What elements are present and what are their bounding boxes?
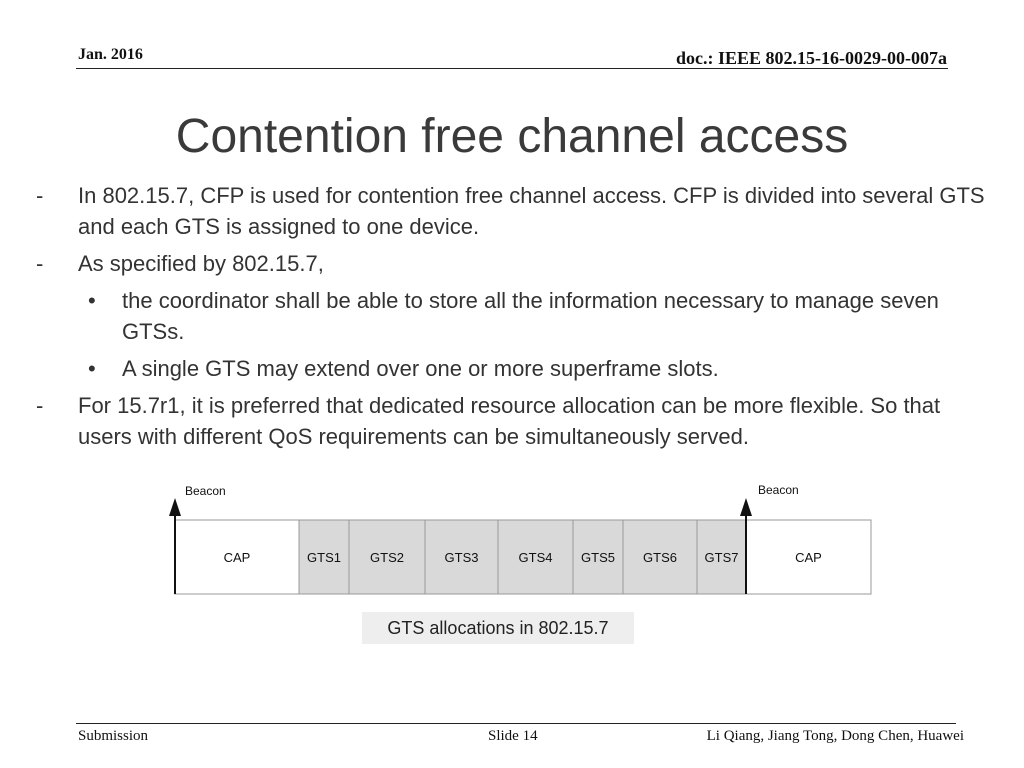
body-text: - In 802.15.7, CFP is used for contentio… xyxy=(0,180,1024,458)
diagram-caption: GTS allocations in 802.15.7 xyxy=(362,612,634,644)
beacon-arrow-right xyxy=(740,498,752,594)
beacon-label-left: Beacon xyxy=(185,484,226,498)
bullet-item: - As specified by 802.15.7, xyxy=(0,248,1024,279)
slot-label: GTS6 xyxy=(643,550,677,565)
sub-bullet-text: A single GTS may extend over one or more… xyxy=(122,356,719,381)
dot-marker: • xyxy=(88,288,96,313)
gts-superframe-diagram: CAP GTS1 GTS2 GTS3 GTS4 GTS5 GTS6 GTS7 CAP Beaco… xyxy=(169,483,872,595)
sub-bullet-text: the coordinator shall be able to store a… xyxy=(122,288,939,344)
gts-slot xyxy=(348,519,426,595)
gts-slot xyxy=(497,519,574,595)
gts-slot xyxy=(622,519,698,595)
slot-label: GTS1 xyxy=(307,550,341,565)
cap-slot xyxy=(174,519,300,595)
bullet-item: - For 15.7r1, it is preferred that dedic… xyxy=(0,390,1024,452)
beacon-arrow-left xyxy=(169,498,181,594)
bullet-text: In 802.15.7, CFP is used for contention … xyxy=(78,183,985,239)
dash-marker: - xyxy=(36,183,44,208)
dot-marker: • xyxy=(88,356,96,381)
beacon-label-right: Beacon xyxy=(758,483,799,497)
footer-authors: Li Qiang, Jiang Tong, Dong Chen, Huawei xyxy=(706,728,964,744)
slot-label: GTS4 xyxy=(519,550,553,565)
header-rule xyxy=(76,68,948,69)
footer-left: Submission xyxy=(78,728,149,744)
slot-label: GTS7 xyxy=(705,550,739,565)
gts-slot xyxy=(298,519,350,595)
gts-slot xyxy=(424,519,499,595)
bullet-item: - In 802.15.7, CFP is used for contentio… xyxy=(0,180,1024,242)
gts-slot xyxy=(696,519,747,595)
dash-marker: - xyxy=(36,393,44,418)
sub-bullet-item: • A single GTS may extend over one or mo… xyxy=(0,353,1024,384)
slot-label: GTS2 xyxy=(370,550,404,565)
bullet-text: For 15.7r1, it is preferred that dedicat… xyxy=(78,393,941,449)
gts-slot xyxy=(572,519,624,595)
bullet-text: As specified by 802.15.7, xyxy=(78,251,324,276)
slot-label: CAP xyxy=(795,550,822,565)
footer-slide-number: Slide 14 xyxy=(488,728,538,744)
footer-rule xyxy=(76,723,956,724)
slide-title: Contention free channel access xyxy=(175,110,849,163)
slot-label: GTS5 xyxy=(581,550,615,565)
header-doc-id: doc.: IEEE 802.15-16-0029-00-007a xyxy=(676,48,947,68)
slot-label: GTS3 xyxy=(445,550,479,565)
slot-label: CAP xyxy=(224,550,251,565)
dash-marker: - xyxy=(36,251,44,276)
header-date: Jan. 2016 xyxy=(78,46,143,63)
sub-bullet-item: • the coordinator shall be able to store… xyxy=(0,285,1024,347)
